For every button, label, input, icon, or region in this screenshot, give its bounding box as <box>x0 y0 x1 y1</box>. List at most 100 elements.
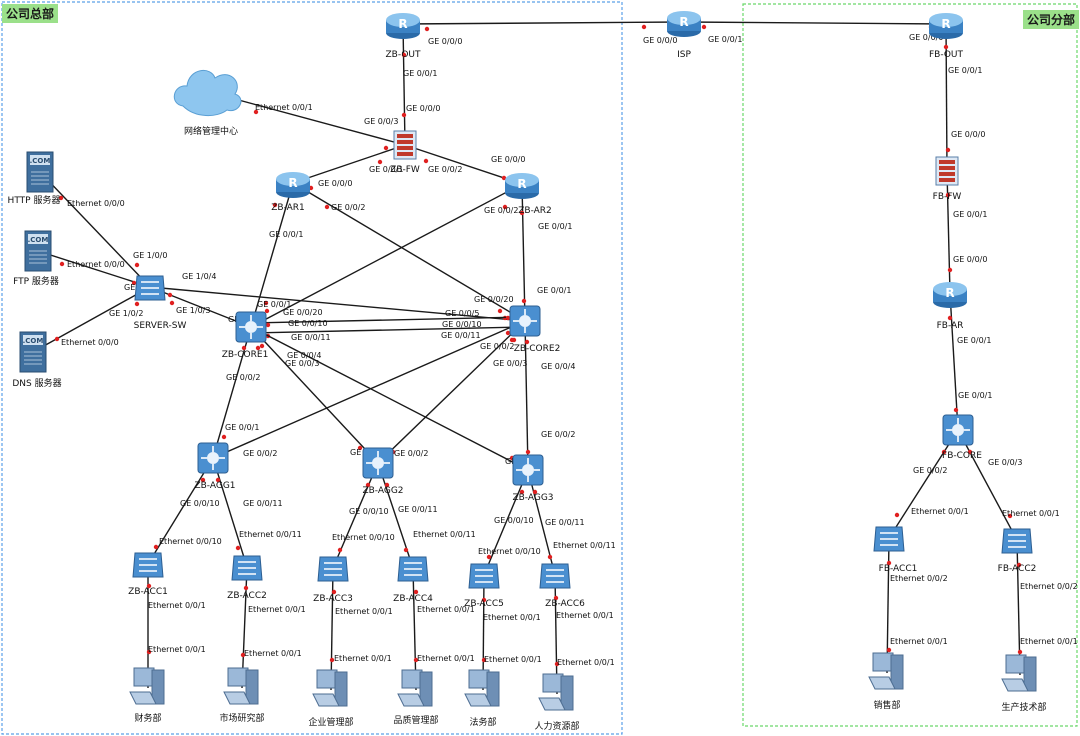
ftp-server-icon[interactable]: .COM <box>24 230 52 272</box>
fb-core-core-icon[interactable] <box>942 414 974 446</box>
port-label: GE 0/0/5 <box>445 309 479 318</box>
port-label: GE 0/0/2 <box>226 373 260 382</box>
pc-hr-label: 人力资源部 <box>534 720 579 732</box>
zb-ar2-router-icon[interactable]: R <box>505 173 539 199</box>
port-dot <box>945 147 951 153</box>
port-label: GE 0/0/0 <box>909 33 943 42</box>
link-zb-ar2-zb-core1 <box>250 183 523 328</box>
server-sw-switch-icon[interactable] <box>134 275 166 301</box>
port-dot <box>413 589 419 595</box>
fb-ar-router-icon[interactable]: R <box>933 282 967 308</box>
port-label: GE 0/0/3 <box>285 359 319 368</box>
port-dot <box>497 308 503 314</box>
port-dot <box>377 159 383 165</box>
port-label: GE 0/0/1 <box>403 69 437 78</box>
zb-acc2-label: ZB-ACC2 <box>227 591 267 601</box>
port-label: GE 0/0/20 <box>283 308 323 317</box>
links-layer <box>32 21 1023 695</box>
link-http-server-sw <box>39 171 151 288</box>
port-dot <box>243 585 249 591</box>
zb-core1-core-icon[interactable] <box>235 311 267 343</box>
pc-enterprise-pc-icon[interactable] <box>312 669 348 707</box>
port-label: GE 0/0/4 <box>541 362 575 371</box>
isp-router-icon[interactable]: R <box>667 11 701 37</box>
fb-out-router-icon[interactable]: R <box>929 13 963 39</box>
port-dot <box>167 292 173 298</box>
port-dot <box>265 322 271 328</box>
svg-text:R: R <box>517 177 526 191</box>
port-dot <box>554 661 560 667</box>
port-label: GE 1/0/4 <box>182 272 216 281</box>
port-dot <box>365 482 371 488</box>
port-label: Ethernet 0/0/1 <box>417 654 475 663</box>
zb-agg3-core-icon[interactable] <box>512 454 544 486</box>
port-label: Ethernet 0/0/1 <box>248 605 306 614</box>
devices-layer: RZB-OUTRISPRFB-OUT网络管理中心ZB-FWRZB-AR1RZB-… <box>8 11 1047 732</box>
port-dot <box>134 262 140 268</box>
port-label: GE 0/0/10 <box>180 499 220 508</box>
zb-agg2-label: ZB-AGG2 <box>362 486 403 496</box>
pc-legal-pc-icon[interactable] <box>464 669 500 707</box>
port-dot <box>324 204 330 210</box>
zb-out-router-icon[interactable]: R <box>386 13 420 39</box>
zb-ar2-label: ZB-AR2 <box>518 206 552 216</box>
zb-acc2-switch-icon[interactable] <box>231 555 263 581</box>
port-dot <box>505 330 511 336</box>
pc-market-pc-icon[interactable] <box>223 667 259 705</box>
port-dot <box>525 449 531 455</box>
port-dot <box>947 267 953 273</box>
link-zb-agg1-zb-acc2 <box>212 457 248 568</box>
zb-acc6-switch-icon[interactable] <box>539 563 571 589</box>
port-dot <box>403 547 409 553</box>
port-label: Ethernet 0/0/10 <box>332 533 395 542</box>
server-sw-label: SERVER-SW <box>134 321 187 331</box>
fb-acc2-switch-icon[interactable] <box>1001 528 1033 554</box>
http-server-icon[interactable]: .COM <box>26 151 54 193</box>
port-dot <box>553 595 559 601</box>
fb-acc1-switch-icon[interactable] <box>873 526 905 552</box>
link-server-sw-zb-core1 <box>149 286 252 328</box>
pc-finance-pc-icon[interactable] <box>129 667 165 705</box>
port-dot <box>54 336 60 342</box>
zb-fw-firewall-icon[interactable] <box>393 130 417 160</box>
pc-tech-pc-icon[interactable] <box>1001 654 1037 692</box>
port-label: GE 0/0/20 <box>474 295 514 304</box>
zb-acc5-switch-icon[interactable] <box>468 563 500 589</box>
port-label: GE 0/0/1 <box>953 210 987 219</box>
pc-hr-pc-icon[interactable] <box>538 673 574 711</box>
fb-fw-firewall-icon[interactable] <box>935 156 959 186</box>
port-label: Ethernet 0/0/1 <box>335 607 393 616</box>
port-dot <box>502 204 508 210</box>
port-dot <box>413 657 419 663</box>
svg-text:R: R <box>941 17 950 31</box>
port-label: GE 0/0/1 <box>708 35 742 44</box>
zb-core2-core-icon[interactable] <box>509 305 541 337</box>
port-label: Ethernet 0/0/1 <box>556 611 614 620</box>
pc-sales-pc-icon[interactable] <box>868 652 904 690</box>
cloud-cloud-icon[interactable] <box>173 70 242 116</box>
port-label: GE 0/0/11 <box>291 333 331 342</box>
zb-agg1-core-icon[interactable] <box>197 442 229 474</box>
port-label: Ethernet 0/0/11 <box>553 541 616 550</box>
pc-quality-pc-icon[interactable] <box>397 669 433 707</box>
link-server-sw-zb-core2 <box>149 286 526 322</box>
port-dot <box>532 489 538 495</box>
port-dot <box>519 210 525 216</box>
port-label: GE 0/0/1 <box>537 286 571 295</box>
port-dot <box>384 482 390 488</box>
zb-acc4-switch-icon[interactable] <box>397 556 429 582</box>
zb-core2-label: ZB-CORE2 <box>514 344 561 354</box>
link-zb-out-isp <box>402 21 685 25</box>
cloud-label: 网络管理中心 <box>184 125 238 137</box>
svg-text:R: R <box>288 176 297 190</box>
zb-acc4-label: ZB-ACC4 <box>393 594 433 604</box>
zb-acc1-switch-icon[interactable] <box>132 552 164 578</box>
port-dot <box>511 337 517 343</box>
dns-server-icon[interactable]: .COM <box>19 331 47 373</box>
zb-ar1-router-icon[interactable]: R <box>276 172 310 198</box>
zb-acc3-switch-icon[interactable] <box>317 556 349 582</box>
port-label: Ethernet 0/0/11 <box>239 530 302 539</box>
zb-agg2-core-icon[interactable] <box>362 447 394 479</box>
http-label: HTTP 服务器 <box>8 194 61 206</box>
link-zb-core2-zb-agg3 <box>524 320 529 471</box>
